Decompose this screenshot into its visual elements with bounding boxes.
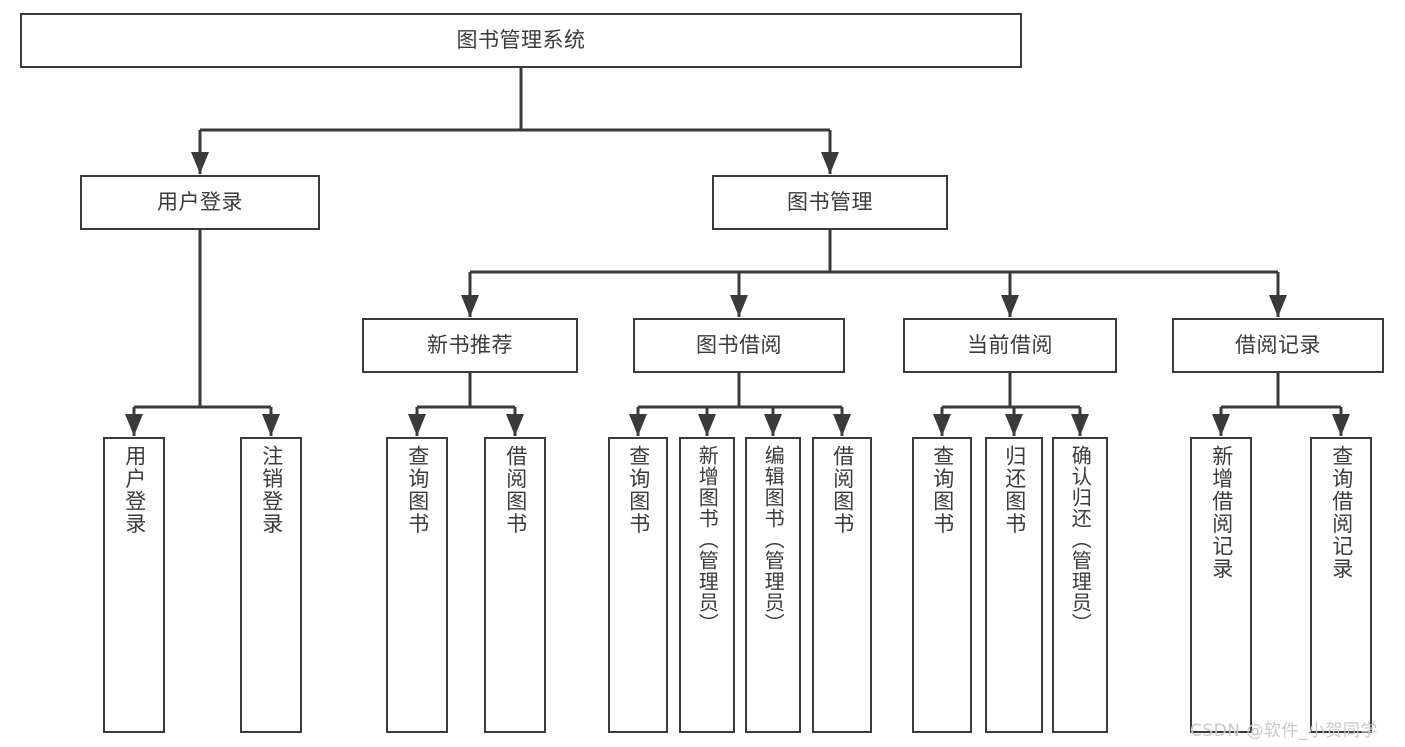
arrowhead-icon bbox=[262, 414, 280, 436]
arrowhead-icon bbox=[506, 414, 524, 436]
csdn-watermark: CSDN @软件_小贺同学 bbox=[1190, 721, 1378, 741]
arrowhead-icon bbox=[1071, 414, 1089, 436]
node-label: 借阅图书 bbox=[830, 445, 855, 535]
arrowhead-icon bbox=[933, 414, 951, 436]
node-new-book-rec[interactable]: 新书推荐 bbox=[362, 318, 578, 373]
node-leaf-query-book-2[interactable]: 查询图书 bbox=[608, 437, 668, 733]
node-label: 归还图书 bbox=[1002, 445, 1027, 535]
arrowhead-icon bbox=[833, 414, 851, 436]
arrowhead-icon bbox=[1212, 414, 1230, 436]
node-label: 用户登录 bbox=[122, 445, 147, 535]
arrowhead-icon bbox=[1001, 295, 1019, 317]
node-label: 查询图书 bbox=[626, 445, 651, 535]
node-borrow-record[interactable]: 借阅记录 bbox=[1172, 318, 1384, 373]
arrowhead-icon bbox=[408, 414, 426, 436]
arrowhead-icon bbox=[461, 295, 479, 317]
arrowhead-icon bbox=[764, 414, 782, 436]
node-leaf-query-book-1[interactable]: 查询图书 bbox=[386, 437, 448, 733]
arrowhead-icon bbox=[1269, 295, 1287, 317]
node-root[interactable]: 图书管理系统 bbox=[20, 13, 1022, 68]
node-label: 查询图书 bbox=[405, 445, 430, 535]
node-label: 新增借阅记录 bbox=[1209, 445, 1234, 580]
node-label: 借阅记录 bbox=[1235, 333, 1321, 358]
node-label: 图书管理系统 bbox=[456, 28, 586, 53]
arrowhead-icon bbox=[1005, 414, 1023, 436]
node-leaf-borrow-book-1[interactable]: 借阅图书 bbox=[484, 437, 546, 733]
node-label: 确认归还（管理员） bbox=[1068, 445, 1093, 634]
node-leaf-borrow-book-2[interactable]: 借阅图书 bbox=[812, 437, 872, 733]
arrowhead-icon bbox=[730, 295, 748, 317]
node-user-login[interactable]: 用户登录 bbox=[80, 175, 320, 230]
arrowhead-icon bbox=[821, 152, 839, 174]
node-book-manage[interactable]: 图书管理 bbox=[712, 175, 948, 230]
node-label: 注销登录 bbox=[259, 445, 284, 535]
node-label: 用户登录 bbox=[157, 190, 243, 215]
arrowhead-icon bbox=[191, 152, 209, 174]
node-label: 编辑图书（管理员） bbox=[761, 445, 786, 634]
node-label: 查询借阅记录 bbox=[1329, 445, 1354, 580]
node-leaf-confirm-return[interactable]: 确认归还（管理员） bbox=[1052, 437, 1108, 733]
node-current-borrow[interactable]: 当前借阅 bbox=[903, 318, 1117, 373]
node-leaf-add-book[interactable]: 新增图书（管理员） bbox=[679, 437, 735, 733]
node-label: 新增图书（管理员） bbox=[695, 445, 720, 634]
node-label: 查询图书 bbox=[930, 445, 955, 535]
arrowhead-icon bbox=[125, 414, 143, 436]
node-label: 图书借阅 bbox=[696, 333, 782, 358]
arrowhead-icon bbox=[629, 414, 647, 436]
arrowhead-icon bbox=[1332, 414, 1350, 436]
node-leaf-edit-book[interactable]: 编辑图书（管理员） bbox=[745, 437, 801, 733]
node-book-borrow[interactable]: 图书借阅 bbox=[633, 318, 845, 373]
node-label: 新书推荐 bbox=[427, 333, 513, 358]
node-label: 借阅图书 bbox=[503, 445, 528, 535]
node-leaf-logout[interactable]: 注销登录 bbox=[240, 437, 302, 733]
node-leaf-add-record[interactable]: 新增借阅记录 bbox=[1190, 437, 1252, 733]
node-leaf-query-book-3[interactable]: 查询图书 bbox=[912, 437, 972, 733]
node-label: 图书管理 bbox=[787, 190, 873, 215]
node-leaf-user-login[interactable]: 用户登录 bbox=[103, 437, 165, 733]
node-leaf-return-book[interactable]: 归还图书 bbox=[985, 437, 1043, 733]
node-label: 当前借阅 bbox=[967, 333, 1053, 358]
node-leaf-query-record[interactable]: 查询借阅记录 bbox=[1310, 437, 1372, 733]
arrowhead-icon bbox=[698, 414, 716, 436]
